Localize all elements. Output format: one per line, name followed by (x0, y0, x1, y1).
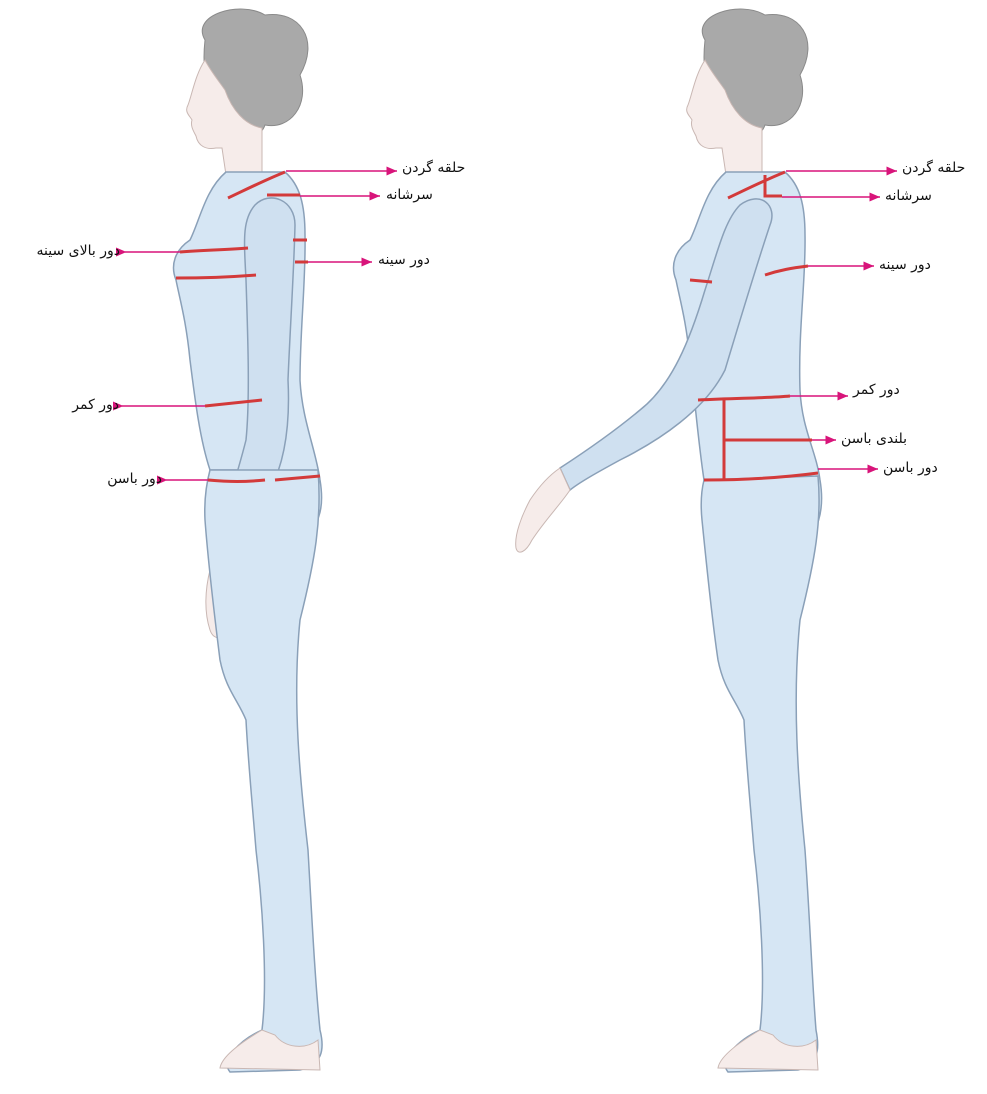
left-legs (205, 470, 322, 1072)
left-waist-label: دور کمر (55, 397, 119, 413)
left-bust-label: دور سینه (378, 252, 430, 268)
left-upper-bust-label: دور بالای سینه (6, 243, 120, 259)
right-bust-label: دور سینه (879, 257, 931, 273)
right-figure (516, 9, 897, 1072)
right-hip-height-label: بلندی باسن (841, 431, 907, 447)
right-waist-label: دور کمر (853, 382, 900, 398)
right-bust-line (690, 280, 712, 282)
left-hip-label: دور باسن (86, 471, 162, 487)
right-neck-label: حلقه گردن (902, 160, 965, 176)
right-hip-label: دور باسن (883, 460, 938, 476)
left-hip-line (208, 480, 265, 482)
right-shoulder-label: سرشانه (885, 188, 932, 204)
left-figure (122, 9, 397, 1072)
left-neck-label: حلقه گردن (402, 160, 465, 176)
right-hand (516, 468, 570, 552)
left-shoulder-label: سرشانه (386, 187, 433, 203)
right-legs (701, 476, 819, 1072)
